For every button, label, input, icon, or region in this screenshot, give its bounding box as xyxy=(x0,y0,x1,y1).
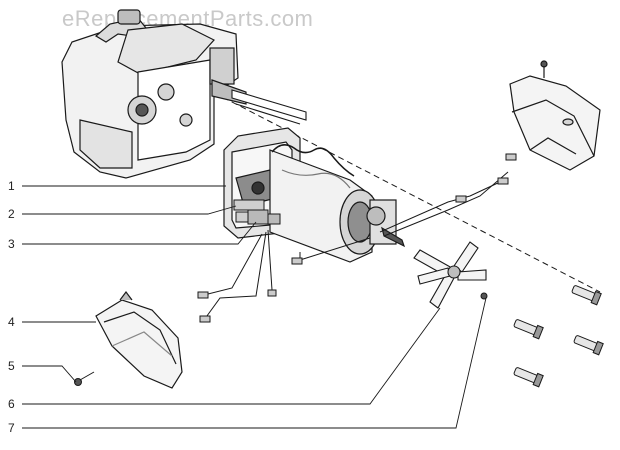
brush-holder xyxy=(247,209,281,225)
callout-6: 6 xyxy=(8,397,15,411)
callout-2: 2 xyxy=(8,207,15,221)
leader-lines xyxy=(22,185,487,429)
leader-line-2 xyxy=(22,205,237,215)
leader-line-5 xyxy=(22,365,77,383)
shroud-screw xyxy=(74,371,95,386)
loose-bolts xyxy=(513,285,604,388)
callout-4: 4 xyxy=(8,315,15,329)
leader-line-7 xyxy=(22,297,487,429)
gearbox-housing xyxy=(61,9,247,179)
wiring-leads xyxy=(197,153,517,323)
leader-line-3 xyxy=(22,221,257,245)
callout-5: 5 xyxy=(8,359,15,373)
callout-3: 3 xyxy=(8,237,15,251)
assembly-axis-line xyxy=(204,87,601,293)
tie-rods xyxy=(231,89,307,125)
fan-screw xyxy=(480,292,488,300)
lower-shroud xyxy=(95,291,183,389)
leader-line-6 xyxy=(22,307,441,405)
upper-shroud xyxy=(509,60,601,171)
cooling-fan xyxy=(413,241,487,309)
callout-1: 1 xyxy=(8,179,15,193)
callout-7: 7 xyxy=(8,421,15,435)
motor-stator xyxy=(269,144,406,263)
